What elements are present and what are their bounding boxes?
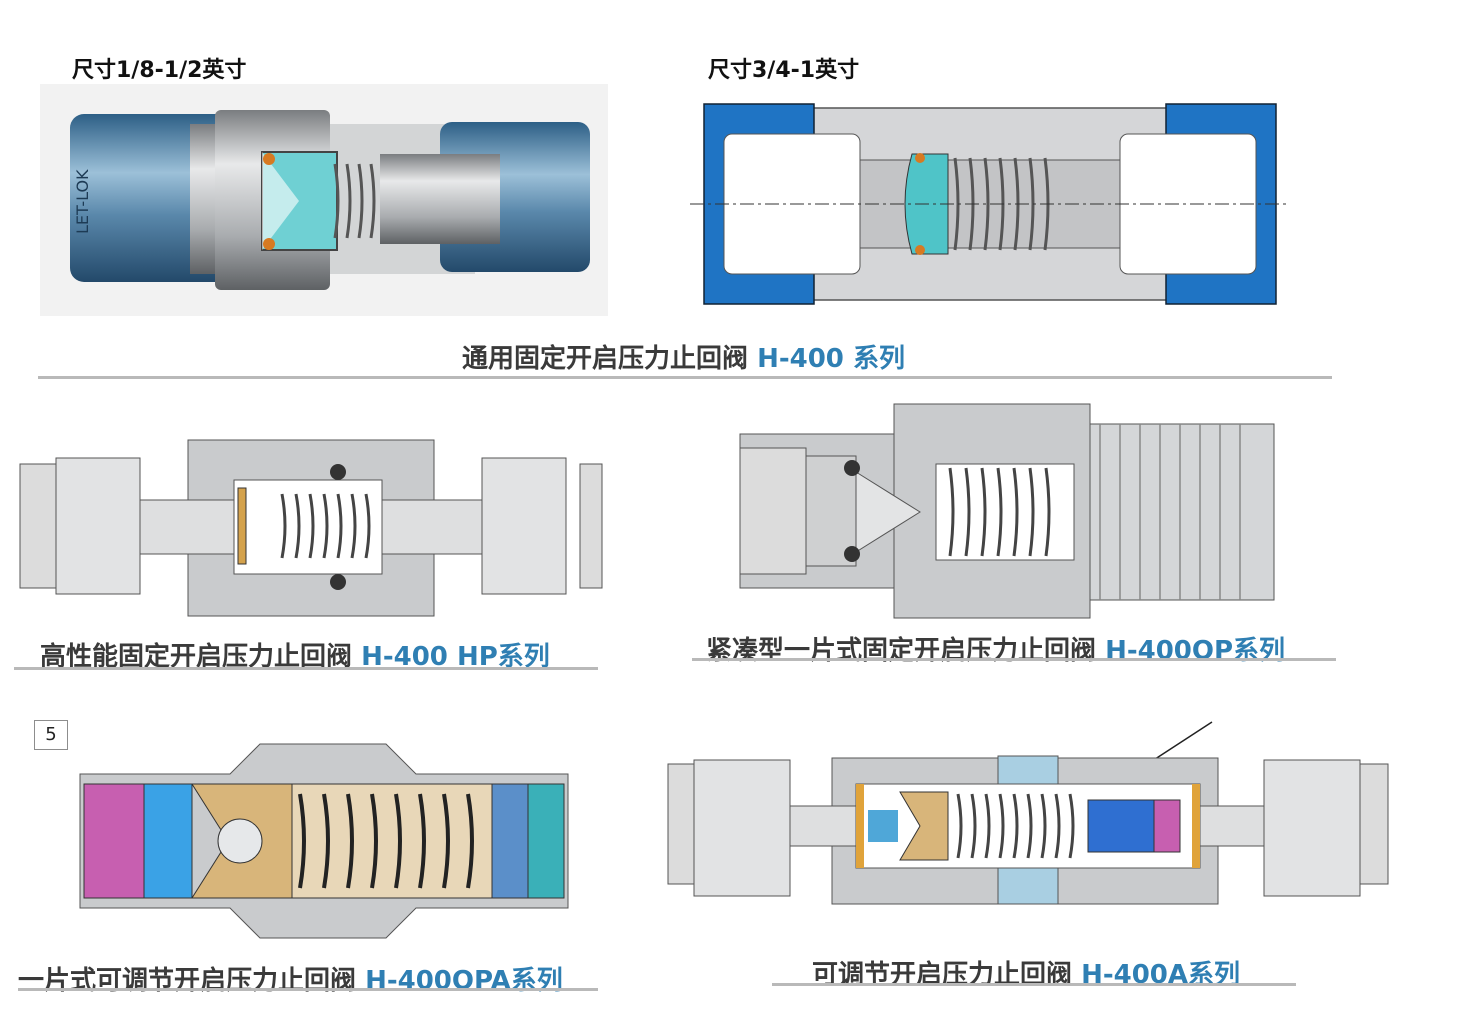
page-number-badge: 5 (34, 720, 68, 750)
caption-h400op: 紧凑型一片式固定开启压力止回阀 H-400OP系列 (706, 630, 1285, 667)
caption-main: 一片式可调节开启压力止回阀 (18, 966, 366, 996)
valve-image-h400opa (79, 743, 569, 939)
size-label-large: 尺寸3/4-1英寸 (708, 58, 860, 83)
valve-image-h400a (667, 721, 1389, 905)
divider-5 (772, 983, 1296, 986)
divider-4 (18, 988, 598, 991)
caption-main: 通用固定开启压力止回阀 (462, 344, 758, 374)
size-label-small: 尺寸1/8-1/2英寸 (72, 58, 247, 83)
caption-h400opa: 一片式可调节开启压力止回阀 H-400OPA系列 (18, 960, 563, 997)
valve-image-h400-large (690, 103, 1290, 305)
caption-series: H-400 系列 (757, 344, 905, 374)
caption-main: 紧凑型一片式固定开启压力止回阀 (706, 636, 1106, 666)
caption-series: H-400OPA系列 (365, 966, 563, 996)
caption-series: H-400OP系列 (1105, 636, 1286, 666)
logo-let-lok: LET-LOK (73, 169, 92, 234)
divider-3 (692, 658, 1336, 661)
caption-h400: 通用固定开启压力止回阀 H-400 系列 (462, 338, 905, 375)
divider-1 (38, 376, 1332, 379)
divider-2 (14, 667, 598, 670)
valve-image-h400hp (19, 439, 603, 617)
valve-image-h400op (739, 403, 1275, 619)
valve-image-h400-small: LET-LOK (40, 84, 608, 316)
